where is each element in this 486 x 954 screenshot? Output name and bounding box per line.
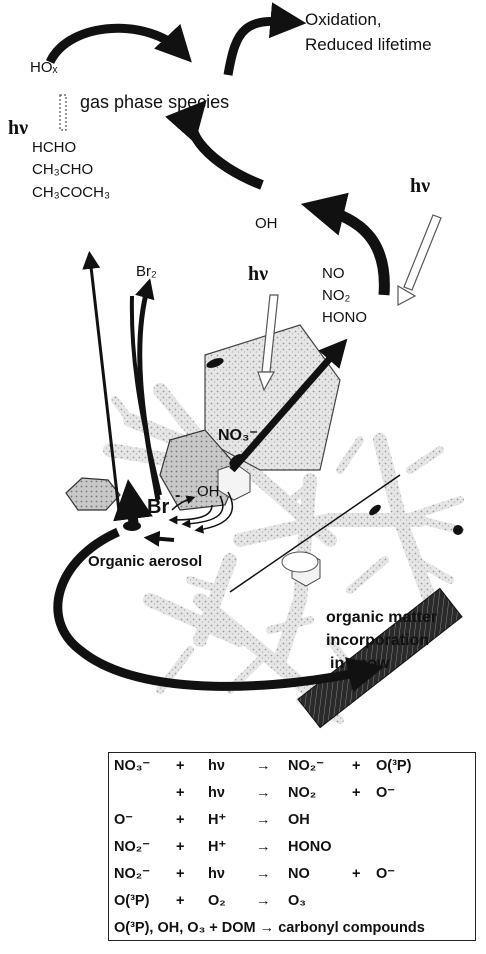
label-oh-top: OH — [255, 215, 278, 232]
reaction-p1: OH — [288, 812, 310, 828]
reaction-op2: + — [352, 866, 360, 882]
label-no2: NO₂ — [322, 287, 351, 304]
reaction-p1: NO — [288, 866, 310, 882]
reaction-r1: O(³P) — [114, 893, 149, 909]
reaction-op2: + — [352, 758, 360, 774]
reaction-arrow: → — [256, 839, 271, 855]
reaction-r2: hν — [208, 866, 225, 882]
reaction-r1: NO₂⁻ — [114, 866, 150, 882]
reaction-p2: O⁻ — [376, 785, 395, 801]
reaction-op1: + — [176, 866, 184, 882]
reaction-op1: + — [176, 785, 184, 801]
reaction-dom-line: O(³P), OH, O₃ + DOM → carbonyl compounds — [114, 920, 425, 936]
cycle-arrows — [50, 21, 384, 295]
reaction-r1: NO₂⁻ — [114, 839, 150, 855]
label-reduced-lifetime: Reduced lifetime — [305, 35, 432, 54]
reaction-r2: H⁺ — [208, 812, 226, 828]
reaction-arrow: → — [256, 812, 271, 828]
reaction-p1: HONO — [288, 839, 332, 855]
label-ch3coch3: CH₃COCH₃ — [32, 184, 110, 201]
label-br2: Br₂ — [136, 263, 157, 280]
label-br: Br — [147, 496, 169, 518]
reaction-op2: + — [352, 785, 360, 801]
label-hcho: HCHO — [32, 139, 76, 156]
snow-chemistry-diagram: HOₓ gas phase species Oxidation, Reduced… — [0, 0, 486, 750]
reaction-r1: O⁻ — [114, 812, 133, 828]
reaction-r2: O₂ — [208, 893, 226, 909]
reaction-r2: H⁺ — [208, 839, 226, 855]
reaction-op1: + — [176, 758, 184, 774]
label-organic-matter: organic matter — [326, 609, 437, 626]
label-in-snow: in snow — [330, 655, 390, 672]
reaction-p2: O⁻ — [376, 866, 395, 882]
label-gas-phase: gas phase species — [80, 92, 229, 112]
reaction-p1: NO₂ — [288, 785, 316, 801]
reaction-arrow: → — [256, 785, 271, 801]
label-hv-left: hν — [8, 117, 28, 139]
reaction-p1: O₃ — [288, 893, 306, 909]
label-oh-lower: OH — [197, 483, 220, 500]
reaction-op1: + — [176, 893, 184, 909]
reaction-op1: + — [176, 839, 184, 855]
reaction-p1: NO₂⁻ — [288, 758, 324, 774]
reaction-arrow: → — [256, 893, 271, 909]
reaction-op1: + — [176, 812, 184, 828]
label-hono: HONO — [322, 309, 367, 326]
label-hox: HOₓ — [30, 59, 58, 76]
reaction-arrow: → — [256, 866, 271, 882]
label-no: NO — [322, 265, 345, 282]
label-hv-right: hν — [410, 175, 430, 197]
reaction-p2: O(³P) — [376, 758, 411, 774]
label-ch3cho: CH₃CHO — [32, 161, 93, 178]
reaction-r2: hν — [208, 758, 225, 774]
label-incorporation: incorporation — [326, 632, 429, 649]
reaction-r2: hν — [208, 785, 225, 801]
label-br-charge: - — [175, 487, 180, 504]
reaction-r1: NO₃⁻ — [114, 758, 150, 774]
label-oxidation: Oxidation, — [305, 10, 382, 29]
label-hv-middle: hν — [248, 263, 268, 285]
reaction-arrow: → — [256, 758, 271, 774]
label-organic-aerosol: Organic aerosol — [88, 553, 202, 570]
label-no3: NO₃⁻ — [218, 427, 258, 444]
